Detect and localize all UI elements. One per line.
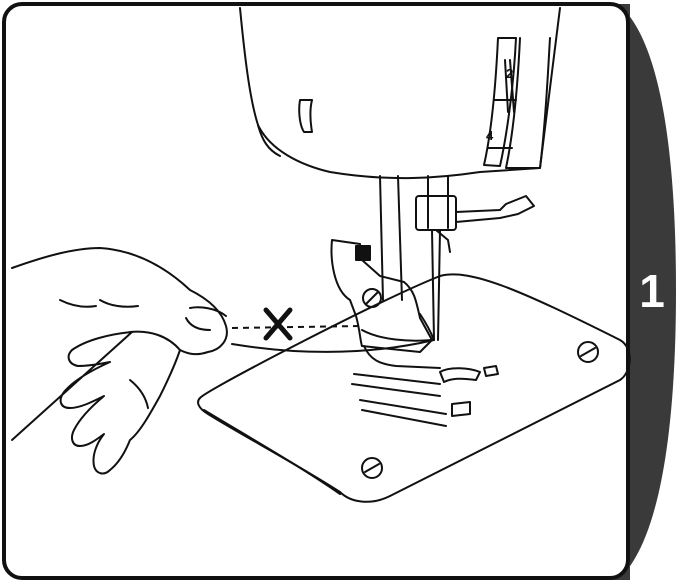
presser-foot (330, 239, 433, 353)
step-number: 1 (639, 265, 665, 317)
dial-mark-lower: 4 (486, 128, 494, 143)
thread (231, 339, 435, 353)
hand (11, 247, 228, 475)
plate-screw-right (577, 341, 599, 363)
x-mark-icon (263, 307, 293, 341)
panel-frame (2, 2, 630, 580)
thread-guide (483, 37, 517, 167)
step-tab (618, 4, 676, 580)
dial-mark-upper: 2 (506, 66, 513, 81)
needle-plate (197, 273, 631, 503)
needle (431, 229, 441, 341)
machine-head (239, 7, 561, 180)
needle-bar (379, 175, 403, 301)
plate-screw-left (361, 457, 383, 479)
